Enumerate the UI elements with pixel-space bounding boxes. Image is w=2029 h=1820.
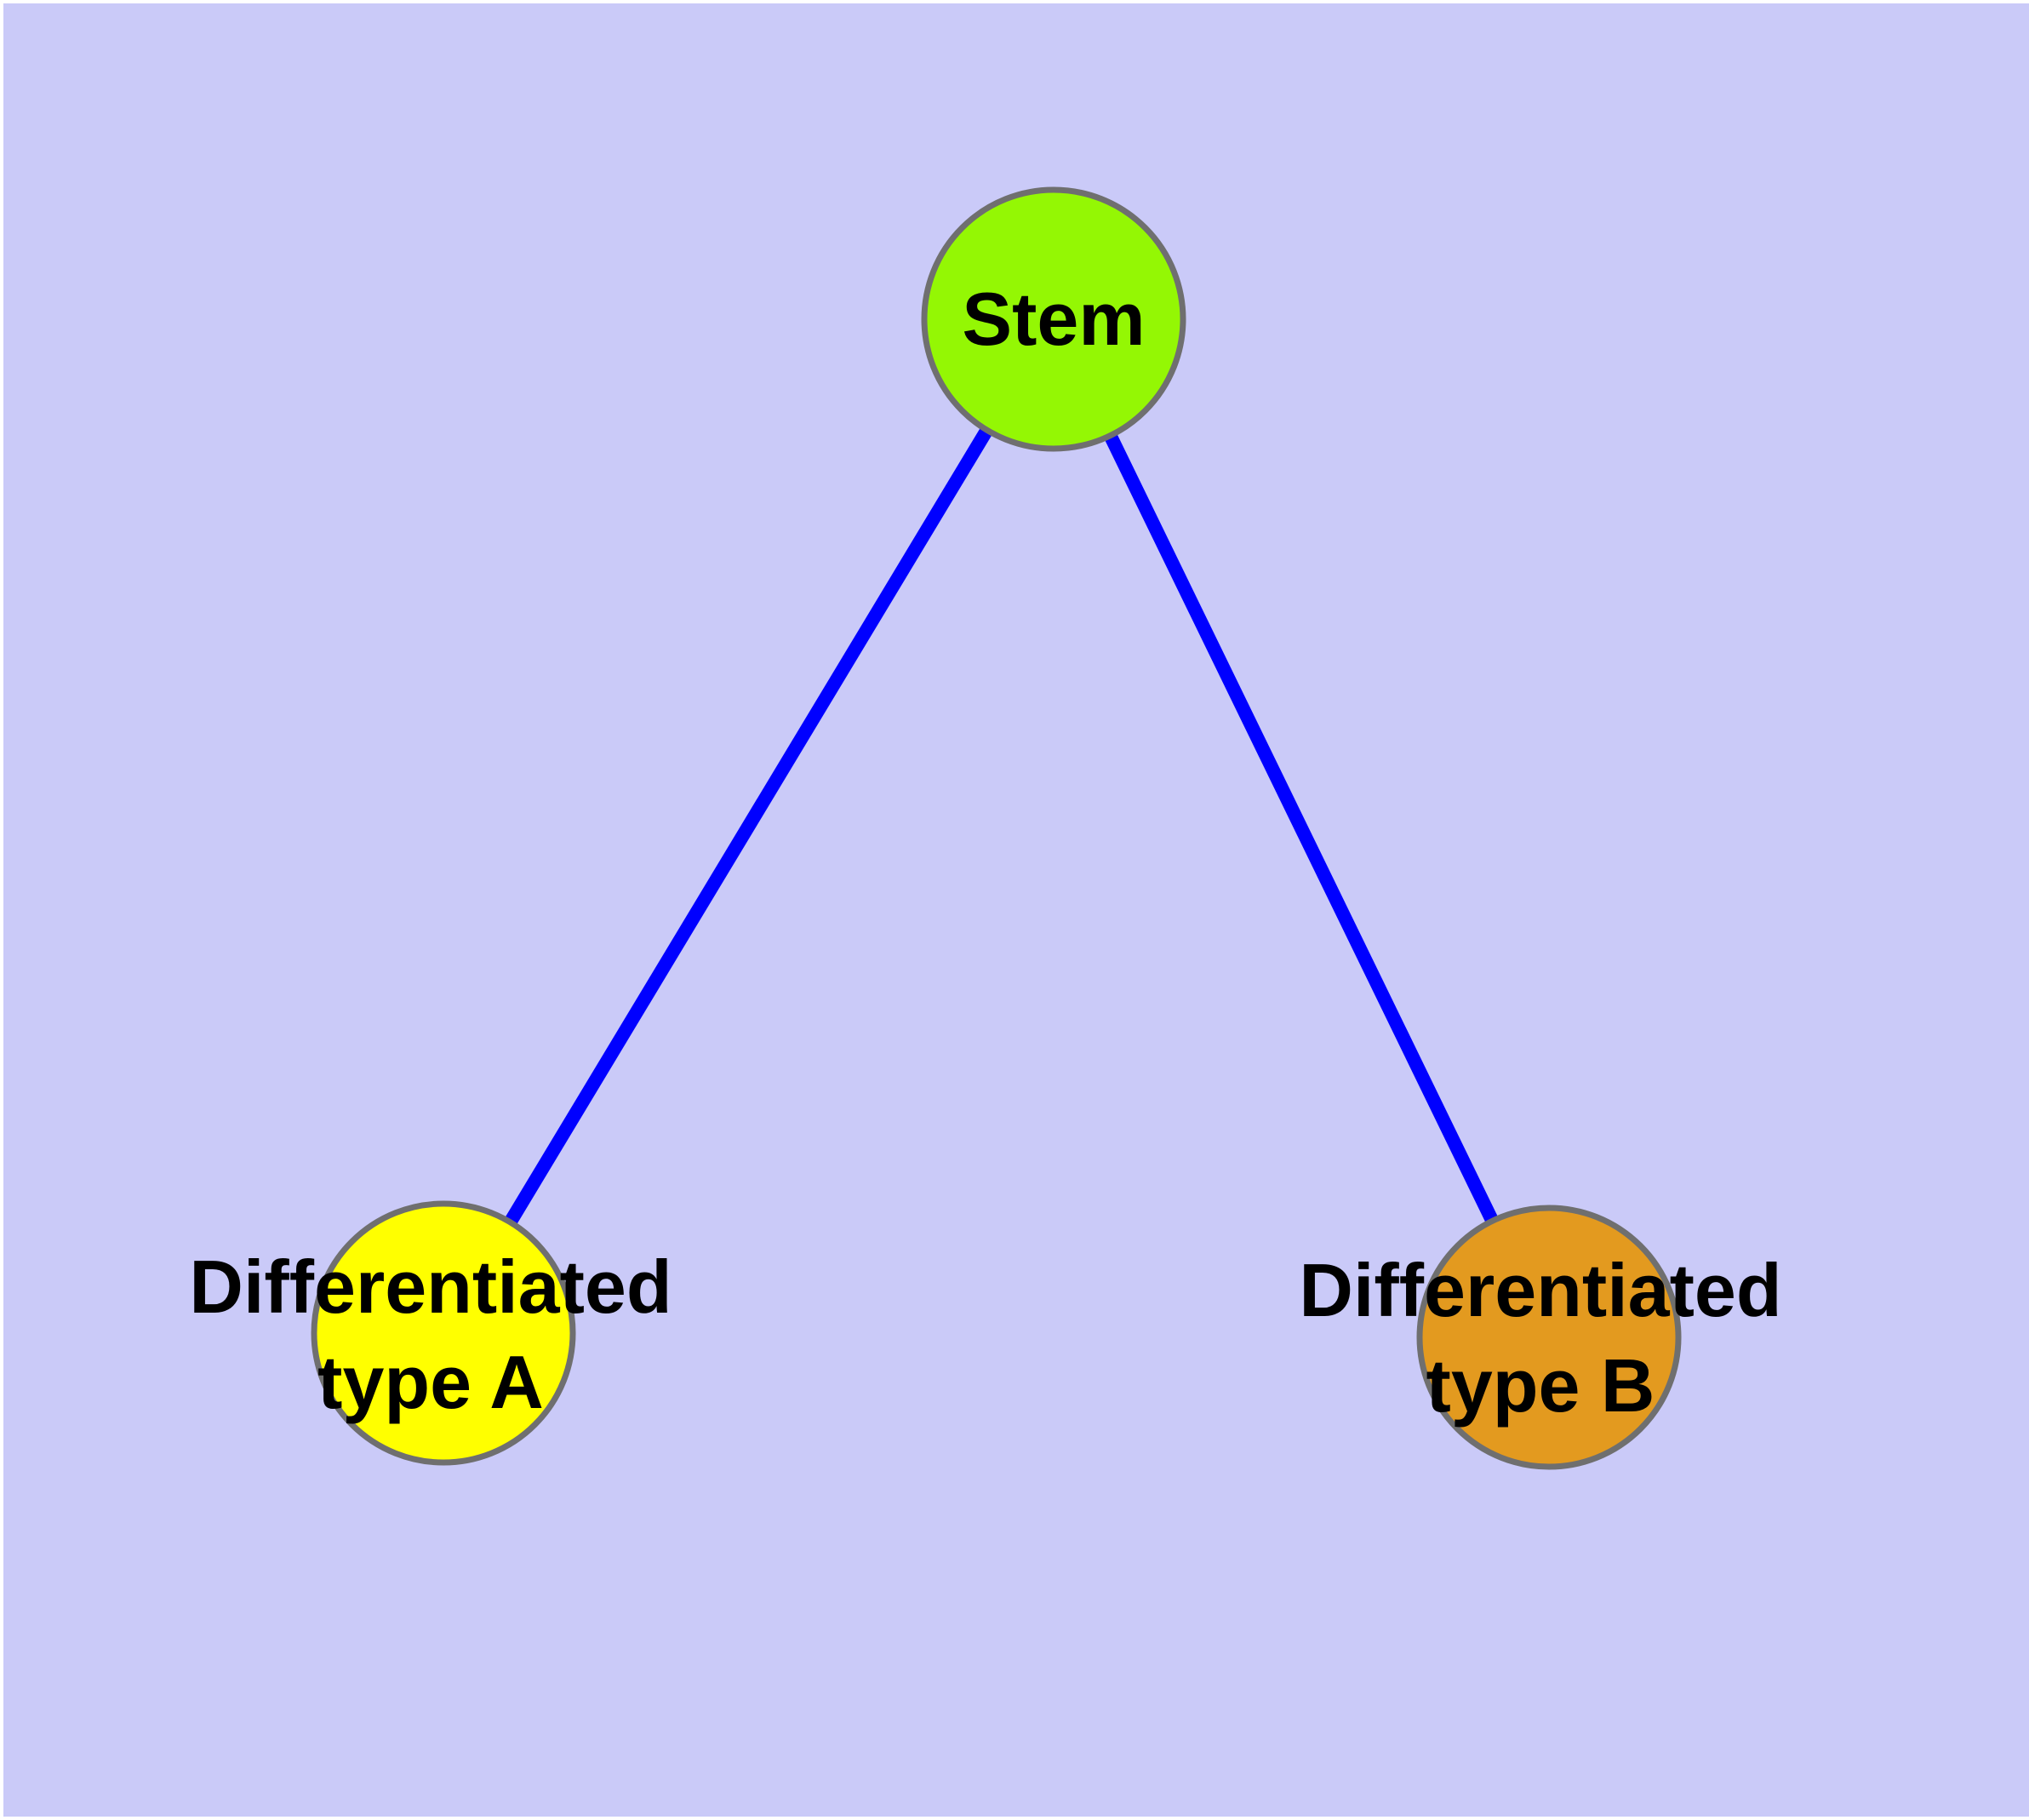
node-stem-circle bbox=[921, 186, 1186, 452]
node-differentiated-type-a-circle bbox=[311, 1200, 576, 1466]
node-differentiated-type-b-circle bbox=[1416, 1205, 1682, 1470]
edge-stem-to-type-a bbox=[437, 315, 1060, 1337]
edge-stem-to-type-b bbox=[1047, 316, 1556, 1341]
